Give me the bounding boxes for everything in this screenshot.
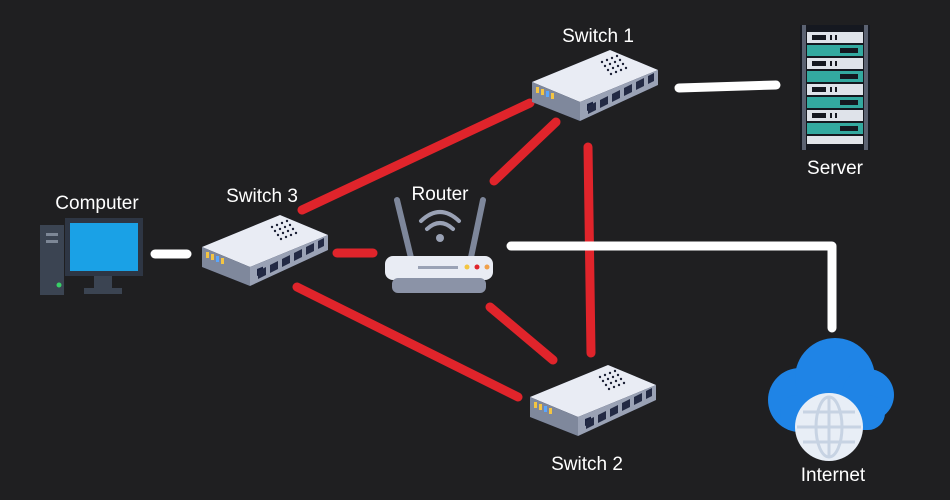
server-node[interactable]: Server — [800, 25, 870, 179]
computer-node[interactable]: Computer — [40, 193, 143, 295]
router-node[interactable]: Router — [385, 184, 493, 293]
link-switch3-switch2 — [292, 282, 523, 402]
switch-2-label: Switch 2 — [551, 454, 623, 475]
switch-1-label: Switch 1 — [562, 26, 634, 47]
connection-links — [150, 80, 837, 402]
network-switch-icon — [532, 50, 658, 121]
computer-label: Computer — [55, 193, 139, 214]
switch-2-node[interactable]: Switch 2 — [530, 365, 656, 475]
internet-node[interactable]: Internet — [768, 338, 894, 486]
link-router-switch2 — [485, 302, 558, 365]
link-router-internet — [506, 241, 837, 333]
cloud-globe-icon — [768, 338, 894, 461]
internet-label: Internet — [801, 465, 866, 486]
switch-3-node[interactable]: Switch 3 — [202, 186, 328, 286]
server-rack-icon — [800, 25, 870, 150]
server-label: Server — [807, 158, 864, 179]
link-switch1-server — [674, 80, 781, 93]
switch-1-node[interactable]: Switch 1 — [532, 26, 658, 121]
wireless-router-icon — [385, 197, 493, 293]
link-switch3-switch1 — [297, 98, 535, 215]
network-switch-icon — [202, 215, 328, 286]
switch-3-label: Switch 3 — [226, 186, 298, 207]
link-router-switch1 — [489, 117, 561, 186]
router-label: Router — [411, 184, 469, 205]
desktop-computer-icon — [40, 218, 143, 295]
network-switch-icon — [530, 365, 656, 436]
